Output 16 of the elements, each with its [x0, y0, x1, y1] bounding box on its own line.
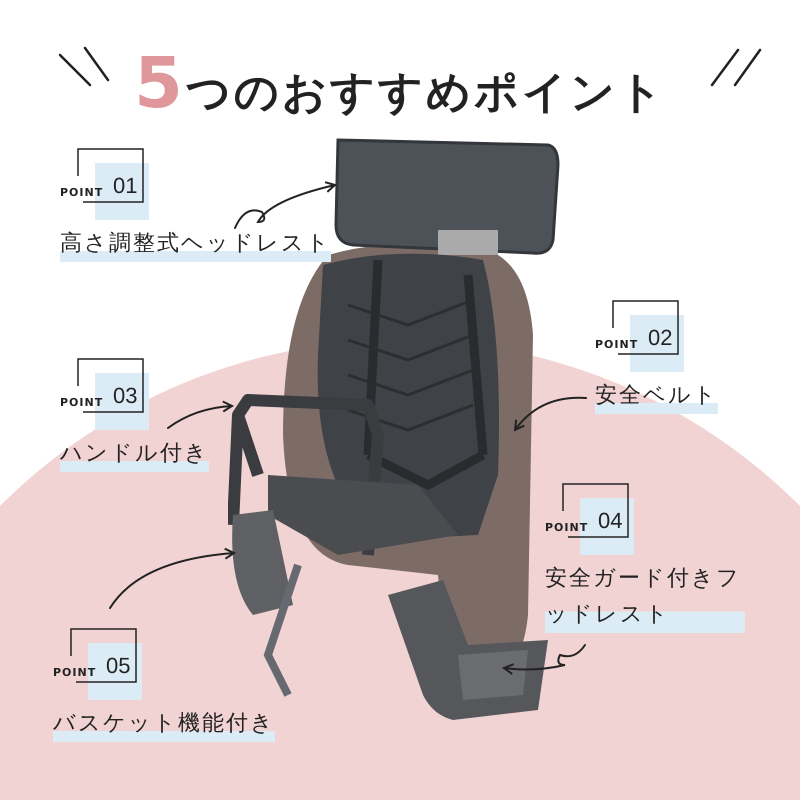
point-number: 04: [598, 508, 622, 534]
arrow: [234, 181, 336, 229]
point-label: POINT: [60, 396, 104, 409]
point-number: 02: [648, 325, 672, 351]
point-label: POINT: [60, 186, 104, 199]
point-label: POINT: [545, 521, 588, 534]
title: 5つのおすすめポイント: [134, 42, 666, 124]
arrow: [503, 644, 586, 675]
point-number: 03: [113, 383, 138, 409]
point-label: POINT: [595, 338, 638, 351]
arrow: [167, 400, 233, 429]
point-number: 05: [106, 653, 130, 679]
point-number: 01: [113, 173, 138, 199]
arrow: [109, 548, 235, 609]
point-label: POINT: [53, 666, 96, 679]
arrow: [514, 396, 587, 431]
